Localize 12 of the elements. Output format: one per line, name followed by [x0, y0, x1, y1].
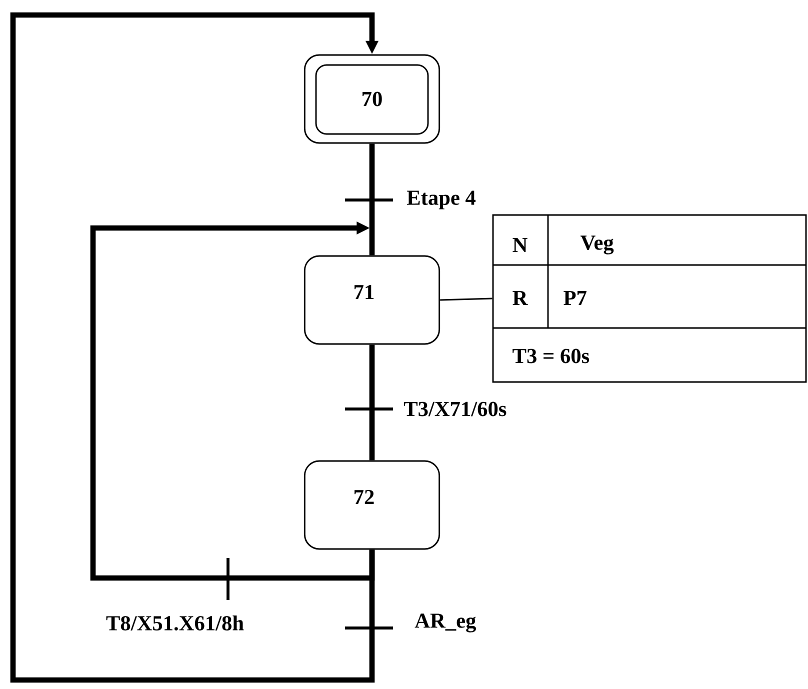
- step-box: 71: [304, 255, 440, 345]
- step-box: 72: [304, 460, 440, 550]
- initial-step-box: 70: [304, 54, 440, 144]
- connector-line: [440, 298, 492, 301]
- action-table: N Veg R P7 T3 = 60s: [492, 214, 807, 383]
- connector-line: [369, 344, 375, 460]
- transition-condition: T8/X51.X61/8h: [104, 614, 246, 632]
- transition-condition: Etape 4: [405, 189, 478, 211]
- connector-line: [10, 12, 379, 683]
- connector-line: [369, 144, 375, 256]
- transition-condition: AR_eg: [413, 612, 478, 634]
- transition-condition: T3/X71/60s: [402, 400, 508, 418]
